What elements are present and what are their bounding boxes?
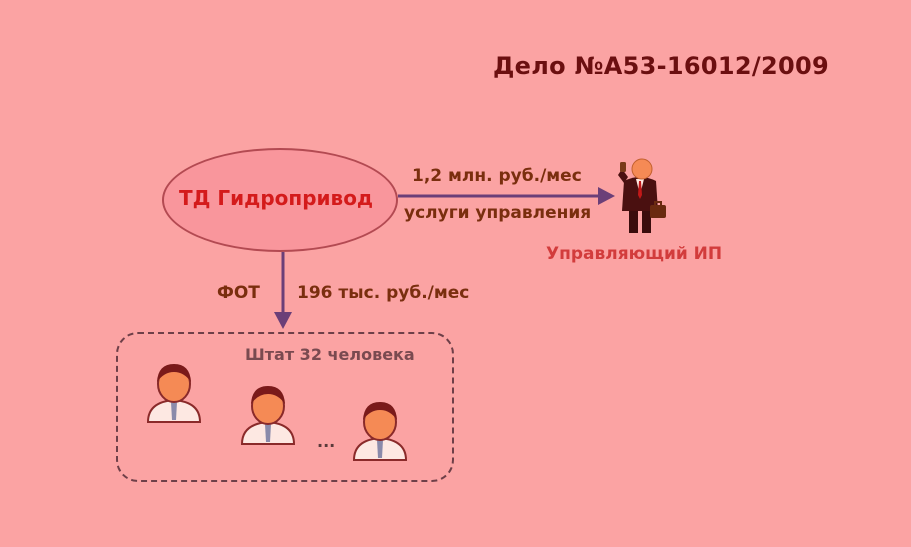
fee-purpose: услуги управления <box>404 203 592 223</box>
arrow-to-staff <box>274 252 292 329</box>
staff-group <box>116 332 454 482</box>
employee-icon <box>240 386 296 445</box>
manager-label: Управляющий ИП <box>546 244 723 264</box>
payroll-label: ФОТ <box>217 283 260 303</box>
case-title: Дело №А53-16012/2009 <box>493 52 829 80</box>
arrow-to-manager <box>398 187 615 205</box>
payroll-amount: 196 тыс. руб./мес <box>297 283 470 303</box>
company-node <box>162 148 398 252</box>
businessman-icon <box>618 158 666 233</box>
staff-ellipsis: ... <box>317 432 336 451</box>
employee-icon <box>146 364 202 423</box>
fee-amount: 1,2 млн. руб./мес <box>412 166 582 186</box>
employee-icon <box>352 402 408 461</box>
company-name: ТД Гидропривод <box>179 186 374 210</box>
staff-label: Штат 32 человека <box>245 345 415 364</box>
